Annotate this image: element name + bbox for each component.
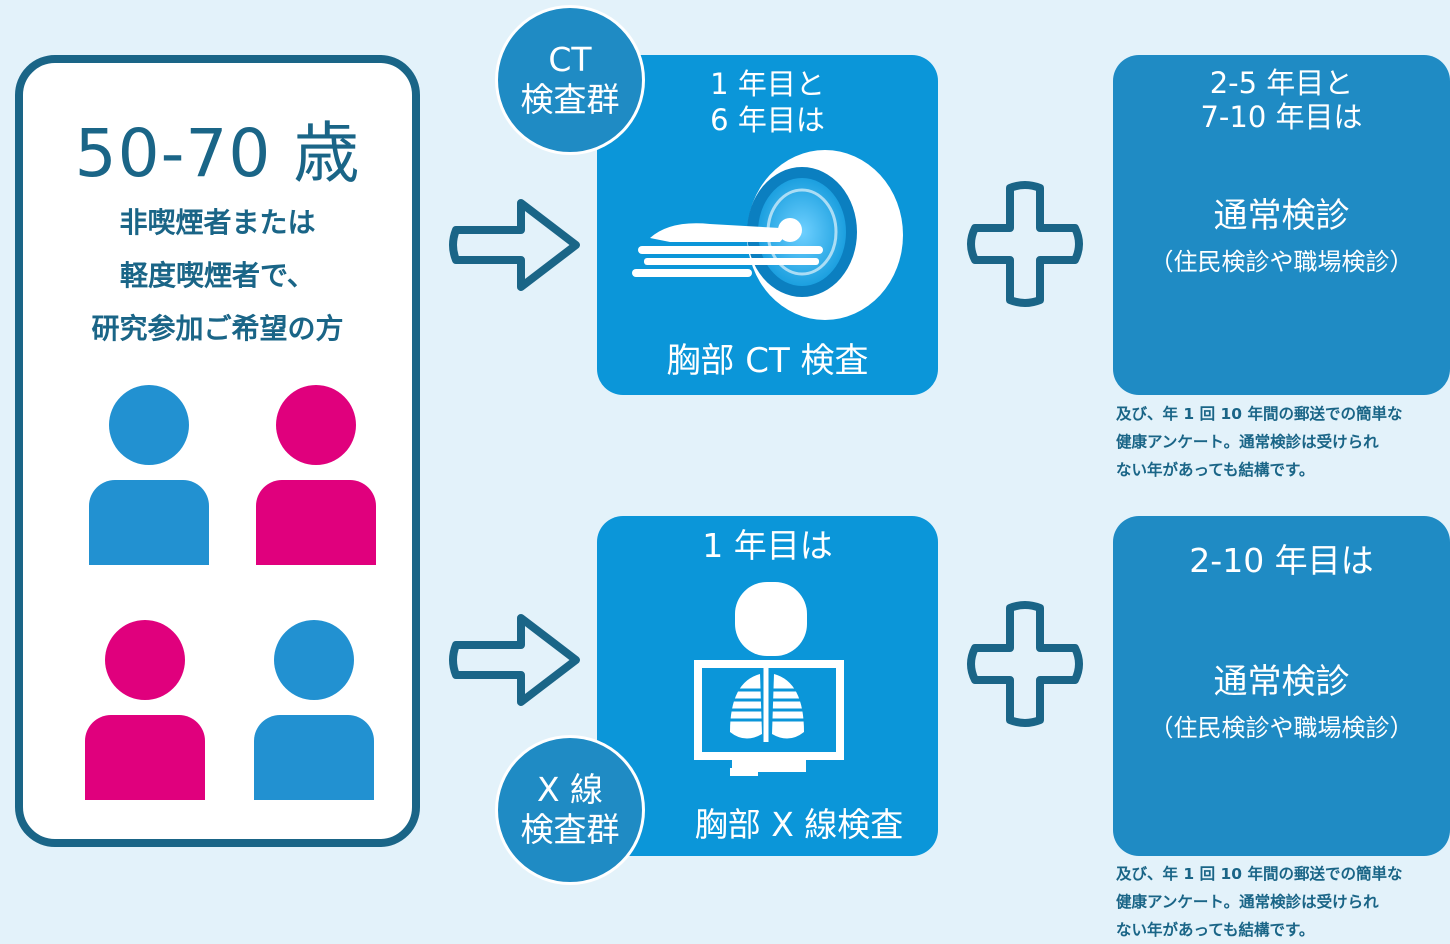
- age-range-title: 50-70 歳: [74, 115, 361, 192]
- xray-followup-years: 2-10 年目は: [1189, 541, 1374, 580]
- xray-group-label-2: 検査群: [520, 810, 620, 849]
- eligibility-line-3: 研究参加ご希望の方: [91, 312, 344, 345]
- ct-followup-note: 及び、年 1 回 10 年間の郵送での簡単な 健康アンケート。通常検診は受けられ…: [1116, 405, 1403, 479]
- ct-group-badge: CT 検査群: [495, 5, 645, 155]
- eligibility-line-1: 非喫煙者または: [119, 206, 316, 239]
- ct-group-label-1: CT: [548, 40, 592, 79]
- xray-followup-checkup-detail: （住民検診や職場検診）: [1149, 714, 1414, 742]
- chest-xray-icon: [694, 582, 844, 776]
- xray-years-label: 1 年目は: [702, 526, 833, 565]
- xray-followup-checkup: 通常検診: [1213, 662, 1350, 702]
- ct-group-label-2: 検査群: [520, 80, 620, 119]
- ct-followup-checkup: 通常検診: [1213, 196, 1350, 236]
- xray-group-badge: X 線 検査群: [495, 735, 645, 885]
- eligibility-line-2: 軽度喫煙者で、: [120, 259, 315, 292]
- participants-card: [15, 55, 420, 847]
- arrow-right-icon: [449, 614, 580, 706]
- ct-scanner-icon: [632, 150, 903, 320]
- plus-icon: [967, 601, 1083, 727]
- ct-followup-years: 2-5 年目と 7-10 年目は: [1200, 66, 1363, 134]
- plus-icon: [967, 181, 1083, 307]
- ct-followup-checkup-detail: （住民検診や職場検診）: [1149, 248, 1414, 276]
- xray-exam-name: 胸部 X 線検査: [694, 805, 904, 844]
- ct-followup-box: [1113, 55, 1450, 395]
- person-icon: [256, 385, 376, 565]
- eligibility-text: 非喫煙者または 軽度喫煙者で、 研究参加ご希望の方: [15, 196, 420, 355]
- ct-exam-name: 胸部 CT 検査: [666, 341, 869, 381]
- person-icon: [85, 620, 205, 800]
- person-icon: [89, 385, 209, 565]
- xray-followup-box: [1113, 516, 1450, 856]
- arrow-right-icon: [449, 199, 580, 291]
- ct-years-label: 1 年目と 6 年目は: [710, 67, 825, 137]
- person-icon: [254, 620, 374, 800]
- xray-followup-note: 及び、年 1 回 10 年間の郵送での簡単な 健康アンケート。通常検診は受けられ…: [1116, 865, 1403, 939]
- xray-group-label-1: X 線: [536, 770, 604, 809]
